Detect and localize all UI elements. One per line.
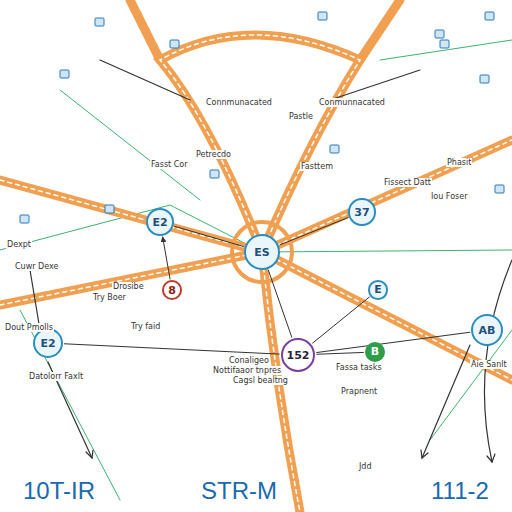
- note-text: Conmunnacated: [318, 98, 386, 107]
- link-line: [280, 217, 349, 245]
- device-icon: [170, 40, 179, 48]
- hub-circle: 152: [281, 338, 316, 373]
- note-text: Petrecdo: [195, 150, 232, 159]
- link-line: [316, 332, 470, 352]
- node-text: ES: [254, 246, 269, 259]
- area-code: STR-M: [200, 478, 278, 504]
- node-text: E2: [40, 337, 55, 350]
- device-icon: [20, 12, 504, 223]
- device-icon: [95, 18, 104, 26]
- device-icon: [435, 30, 444, 38]
- link-line: [316, 352, 363, 354]
- device-icon: [20, 215, 29, 223]
- note-text: Phasit: [446, 158, 472, 167]
- device-icon: [318, 12, 327, 20]
- note-text: Fissect Datt: [383, 178, 432, 187]
- note-text: Dout Pmolls: [4, 323, 54, 332]
- node-text: E: [374, 283, 382, 296]
- note-text: Nottifaaor tnpres: [212, 366, 282, 375]
- area-code: 111-2: [430, 478, 490, 504]
- hub-circle: B: [365, 342, 385, 362]
- node-text: 37: [354, 206, 369, 219]
- note-text: Cagsl bealtng: [232, 376, 289, 385]
- link-line: [64, 344, 280, 354]
- note-text: Connmunacated: [205, 98, 273, 107]
- device-icon: [495, 185, 504, 193]
- note-text: Fassa tasks: [335, 363, 383, 372]
- device-icon: [480, 75, 489, 83]
- device-icon: [485, 12, 494, 20]
- area-code: 10T-IR: [22, 478, 96, 504]
- hub-circle: AB: [471, 314, 503, 346]
- note-text: Fasttem: [300, 162, 334, 171]
- node-text: AB: [479, 324, 496, 337]
- note-text: Cuwr Dexe: [14, 262, 59, 271]
- node-text: E2: [152, 216, 167, 229]
- hub-circle: E: [368, 280, 388, 300]
- hub-circle: 37: [348, 198, 375, 225]
- hub-circle: E2: [146, 208, 174, 236]
- link-line: [268, 270, 292, 338]
- hub-circle: E2: [33, 328, 63, 358]
- note-text: Prapnent: [340, 387, 378, 396]
- device-icon: [330, 145, 339, 153]
- device-icon: [60, 70, 69, 78]
- node-text: B: [371, 345, 379, 358]
- note-text: Pastle: [288, 112, 314, 121]
- note-text: Fasst Cor: [150, 160, 189, 169]
- roundabout: [232, 222, 292, 282]
- note-text: Dexpt: [6, 240, 32, 249]
- hub-circle: 8: [162, 280, 182, 300]
- green-line: [0, 40, 512, 500]
- road-centre: [0, 35, 512, 512]
- device-icon: [440, 40, 449, 48]
- node-text: 152: [287, 349, 310, 362]
- note-text: Aie Sanlt: [470, 360, 508, 369]
- note-text: Datolorr Faxlt: [28, 372, 84, 381]
- note-text: Try faid: [130, 322, 161, 331]
- note-text: Drosibe: [112, 282, 145, 291]
- note-text: Conaligeo: [228, 356, 270, 365]
- hub-circle: ES: [244, 234, 280, 270]
- note-text: Iou Foser: [430, 192, 468, 201]
- device-icon: [105, 205, 114, 213]
- note-text: Jdd: [358, 462, 373, 471]
- node-text: 8: [168, 284, 176, 297]
- link-line: [174, 226, 243, 246]
- link-line: [163, 237, 171, 280]
- note-text: Try Boer: [92, 293, 127, 302]
- pointer-arrow: [30, 60, 512, 462]
- device-icon: [210, 170, 219, 178]
- link-line: [312, 297, 369, 344]
